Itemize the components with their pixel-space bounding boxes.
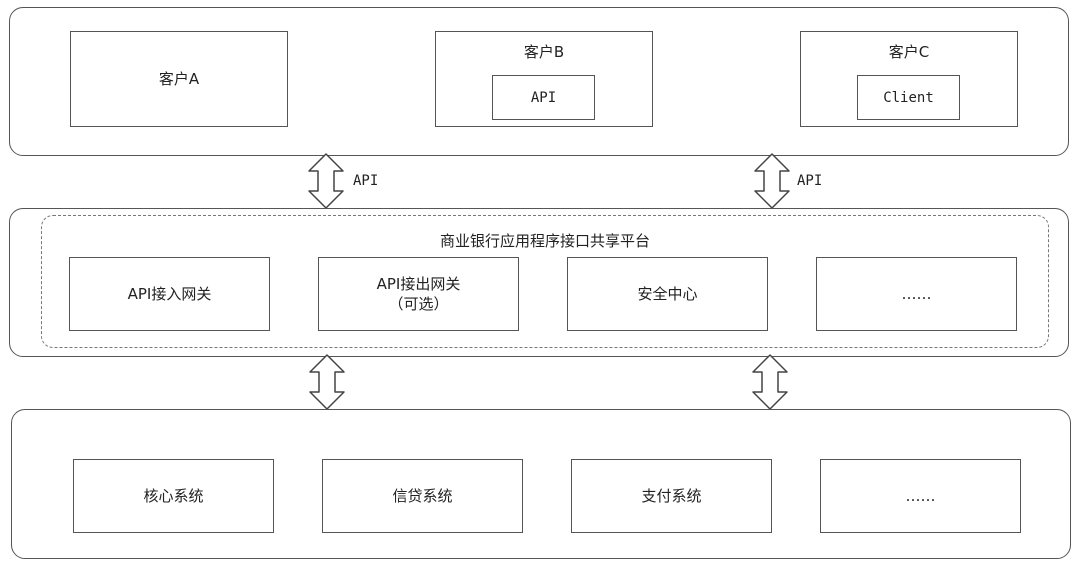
module-label-line2: （可选） [388, 295, 449, 313]
client-b-api-label: API [530, 89, 557, 106]
double-arrow-icon [754, 153, 790, 209]
client-c-client-box: Client [857, 75, 960, 120]
client-c-client-label: Client [883, 89, 934, 106]
platform-group: 商业银行应用程序接口共享平台 API接入网关 API接出网关 （可选） 安全中心… [9, 208, 1069, 357]
upper-left-api-label: API [353, 173, 379, 189]
system-core: 核心系统 [73, 459, 274, 533]
client-a-box: 客户A [70, 31, 288, 127]
upper-right-api-label: API [797, 173, 823, 189]
module-label: API接入网关 [127, 285, 212, 303]
client-c-label: 客户C [888, 43, 930, 61]
double-arrow-icon [309, 354, 345, 410]
platform-title: 商业银行应用程序接口共享平台 [439, 232, 650, 250]
module-api-outbound-gateway: API接出网关 （可选） [318, 257, 519, 331]
double-arrow-icon [308, 153, 344, 209]
clients-group: 客户A 客户B API 客户C Client [9, 7, 1069, 156]
system-more: …… [820, 459, 1021, 533]
client-b-label: 客户B [523, 43, 565, 61]
system-label: 信贷系统 [392, 487, 453, 505]
platform-dashed-frame: 商业银行应用程序接口共享平台 [41, 215, 1049, 348]
system-credit: 信贷系统 [322, 459, 523, 533]
system-label: 核心系统 [143, 487, 204, 505]
double-arrow-icon [752, 354, 788, 410]
module-label: …… [901, 285, 932, 303]
module-more: …… [816, 257, 1017, 331]
module-api-inbound-gateway: API接入网关 [69, 257, 270, 331]
client-a-label: 客户A [158, 70, 200, 88]
system-payment: 支付系统 [571, 459, 772, 533]
system-label: …… [905, 487, 936, 505]
module-label-line1: API接出网关 [376, 275, 461, 293]
systems-group: 核心系统 信贷系统 支付系统 …… [11, 409, 1071, 559]
module-label: 安全中心 [637, 285, 698, 303]
module-security-center: 安全中心 [567, 257, 768, 331]
client-b-api-box: API [492, 75, 595, 120]
system-label: 支付系统 [641, 487, 702, 505]
